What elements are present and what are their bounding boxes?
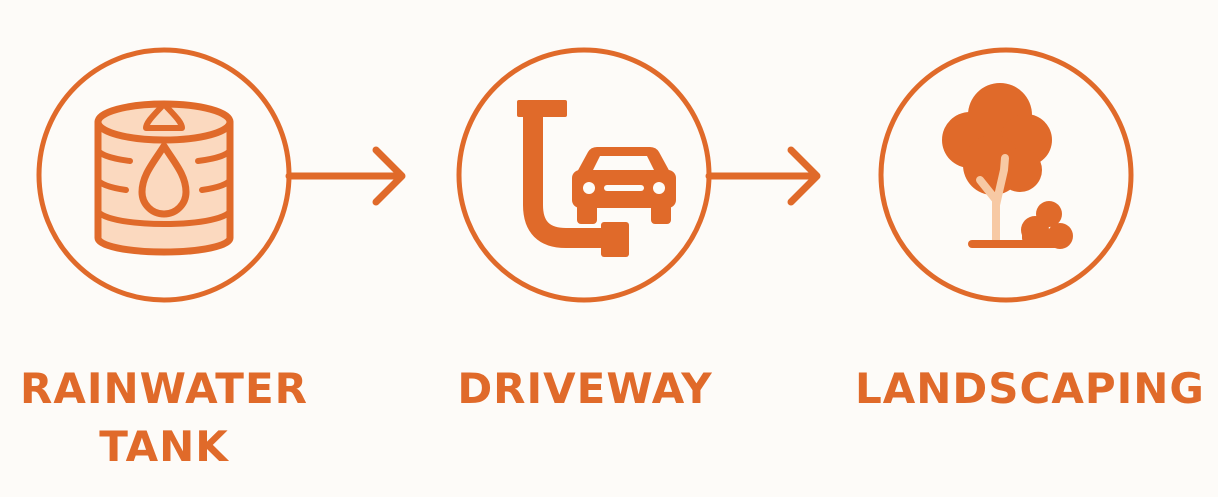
rainwater-tank-node xyxy=(36,47,292,303)
rainwater-tank-icon xyxy=(94,100,234,256)
landscaping-label-line-1: LANDSCAPING xyxy=(855,364,1205,413)
arrow-right-icon xyxy=(285,146,406,206)
arrow-right-icon xyxy=(705,146,821,206)
rainwater-tank-label: RAINWATER TANK xyxy=(14,360,314,476)
driveway-label: DRIVEWAY xyxy=(435,360,735,418)
driveway-node xyxy=(456,47,712,303)
tree-shrub-icon xyxy=(942,83,1073,249)
landscaping-circle xyxy=(878,47,1134,303)
rainwater-tank-label-line-1: RAINWATER xyxy=(20,364,308,413)
car-icon xyxy=(572,147,676,224)
landscaping-label: LANDSCAPING xyxy=(855,360,1205,418)
rainwater-tank-label-line-2: TANK xyxy=(99,422,229,471)
landscaping-node xyxy=(878,47,1134,303)
water-drop-icon xyxy=(138,142,190,218)
driveway-label-line-1: DRIVEWAY xyxy=(457,364,713,413)
driveway-pipe-car-icon xyxy=(517,100,676,257)
